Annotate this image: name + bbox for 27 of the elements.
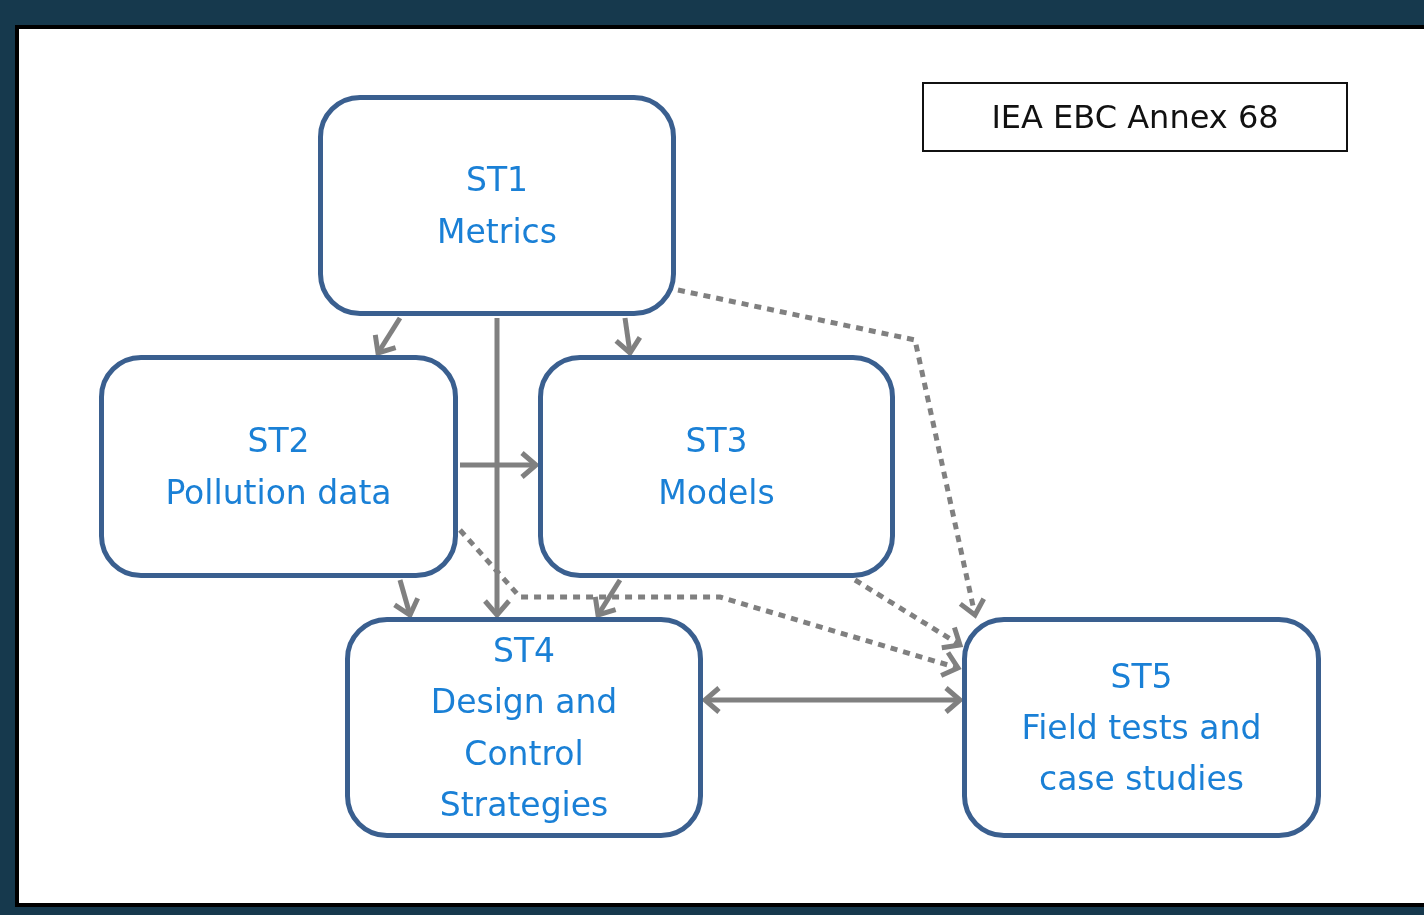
arrow bbox=[482, 318, 512, 618]
process-box bbox=[962, 617, 1321, 838]
box-label: ST2 bbox=[247, 420, 310, 463]
process-box bbox=[538, 355, 895, 578]
box-label: Field tests and case studies bbox=[1020, 706, 1263, 801]
arrow bbox=[613, 317, 643, 356]
process-box bbox=[345, 617, 703, 838]
arrow bbox=[460, 450, 539, 480]
arrow bbox=[702, 685, 963, 715]
box-label: ST4 bbox=[492, 630, 556, 673]
box-label: Design and Control Strategies bbox=[429, 681, 619, 826]
process-box bbox=[99, 355, 458, 578]
box-label: ST3 bbox=[685, 420, 748, 463]
dotted-arrow bbox=[853, 577, 963, 651]
dotted-arrow bbox=[458, 528, 961, 678]
box-label: IEA EBC Annex 68 bbox=[991, 98, 1279, 136]
box-label: Metrics bbox=[437, 210, 557, 253]
box-label: Models bbox=[658, 471, 775, 514]
box-label: ST5 bbox=[1110, 655, 1173, 698]
box-label: ST1 bbox=[465, 159, 529, 202]
title-box bbox=[922, 82, 1348, 152]
arrow bbox=[592, 578, 623, 618]
arrow bbox=[372, 316, 403, 356]
dotted-arrow bbox=[677, 287, 987, 618]
box-label: Pollution data bbox=[165, 471, 392, 514]
arrow bbox=[392, 579, 421, 618]
process-box bbox=[318, 95, 676, 316]
